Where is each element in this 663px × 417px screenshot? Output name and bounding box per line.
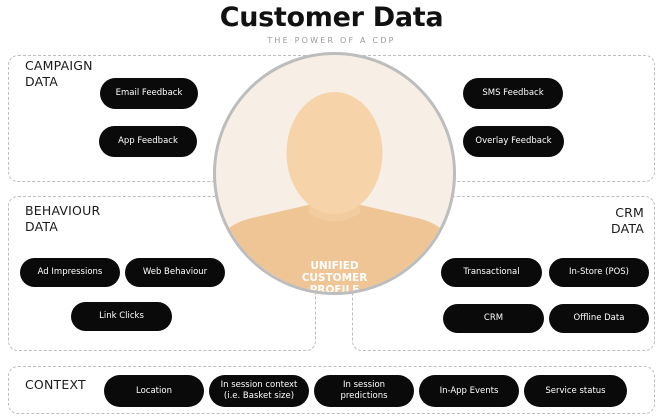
person-silhouette-icon bbox=[216, 92, 453, 292]
campaign-label-line1: CAMPAIGN bbox=[25, 58, 93, 73]
service-status-line1: Service status bbox=[545, 385, 606, 396]
campaign-label-line2: DATA bbox=[25, 74, 59, 89]
behaviour-data-label: BEHAVIOUR DATA bbox=[25, 203, 100, 235]
crm-label-line1: CRM bbox=[615, 205, 644, 220]
in-session-context-pill: In session context (i.e. Basket size) bbox=[209, 375, 309, 407]
crm-pill: CRM bbox=[443, 304, 544, 333]
sms-feedback-pill: SMS Feedback bbox=[463, 78, 563, 109]
service-status-pill: Service status bbox=[524, 375, 627, 407]
in-session-predictions-line1: In session bbox=[342, 380, 386, 390]
unified-line2: CUSTOMER bbox=[301, 272, 368, 284]
in-session-predictions-line2: predictions bbox=[340, 391, 388, 401]
crm-label-line2: DATA bbox=[610, 221, 644, 236]
unified-line3: PROFILE bbox=[309, 284, 360, 295]
ad-impressions-pill: Ad Impressions bbox=[20, 258, 120, 287]
in-app-events-line1: In-App Events bbox=[439, 385, 499, 396]
in-session-predictions-pill: In session predictions bbox=[314, 375, 414, 407]
behaviour-label-line2: DATA bbox=[25, 219, 59, 234]
link-clicks-pill: Link Clicks bbox=[71, 302, 172, 331]
app-feedback-pill: App Feedback bbox=[99, 126, 197, 157]
in-session-context-line1: In session context bbox=[220, 380, 298, 390]
crm-data-label: CRM DATA bbox=[580, 205, 644, 237]
unified-customer-profile-label: UNIFIED CUSTOMER PROFILE bbox=[216, 260, 453, 295]
in-app-events-pill: In-App Events bbox=[419, 375, 519, 407]
unified-line1: UNIFIED bbox=[310, 260, 359, 272]
silhouette-body bbox=[216, 205, 453, 292]
in-store-pos-pill: In-Store (POS) bbox=[549, 258, 649, 287]
campaign-data-label: CAMPAIGN DATA bbox=[25, 58, 93, 90]
in-session-context-line2: (i.e. Basket size) bbox=[223, 391, 295, 401]
location-pill: Location bbox=[104, 375, 204, 407]
overlay-feedback-pill: Overlay Feedback bbox=[463, 126, 564, 157]
transactional-pill: Transactional bbox=[441, 258, 542, 287]
context-label: CONTEXT bbox=[25, 377, 86, 392]
diagram-title: Customer Data bbox=[219, 2, 444, 33]
web-behaviour-pill: Web Behaviour bbox=[125, 258, 225, 287]
unified-customer-profile-circle: UNIFIED CUSTOMER PROFILE bbox=[213, 52, 456, 295]
behaviour-label-line1: BEHAVIOUR bbox=[25, 203, 101, 218]
email-feedback-pill: Email Feedback bbox=[100, 78, 198, 109]
diagram-subtitle: THE POWER OF A CDP bbox=[267, 36, 396, 45]
offline-data-pill: Offline Data bbox=[549, 304, 649, 333]
location-pill-line1: Location bbox=[136, 385, 172, 396]
silhouette-head bbox=[286, 92, 383, 214]
